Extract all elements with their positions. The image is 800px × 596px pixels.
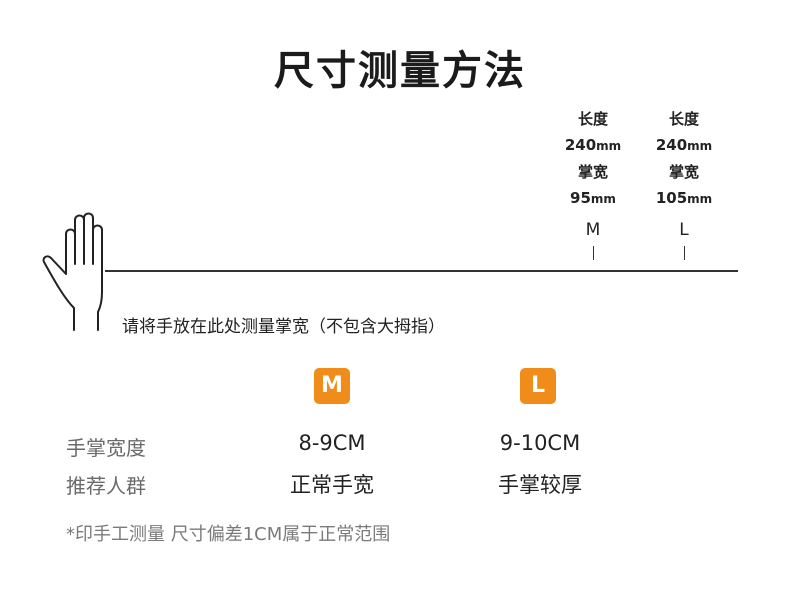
row-label-recommended: 推荐人群 [66,474,146,498]
spec-l-width-label: 掌宽 [668,163,699,181]
cell-m-width: 8-9CM [298,431,366,455]
spec-l-length-label: 长度 [668,110,699,128]
size-m-badge: M [314,368,350,404]
spec-l-width-value: 105mm [655,189,713,207]
hand-icon [42,212,103,331]
spec-l: 长度 240mm 掌宽 105mm [639,106,729,212]
page-title: 尺寸测量方法 [274,48,526,94]
size-l-badge: L [520,368,556,404]
spec-m-length-label: 长度 [577,110,608,128]
ruler-mark-m-tick [593,246,594,260]
measure-line [105,270,738,272]
cell-l-group: 手掌较厚 [498,473,582,497]
spec-m-width-value: 95mm [570,189,616,207]
spec-l-length-value: 240mm [655,136,713,154]
spec-m-length-value: 240mm [564,136,622,154]
ruler-mark-l-label: L [679,220,689,240]
row-label-hand-width: 手掌宽度 [66,436,146,460]
ruler-mark-m-label: M [585,220,601,240]
measure-instruction: 请将手放在此处测量掌宽（不包含大拇指） [122,317,445,337]
ruler-mark-l-tick [684,246,685,260]
cell-l-width: 9-10CM [499,431,581,455]
cell-m-group: 正常手宽 [290,473,374,497]
footnote: *印手工测量 尺寸偏差1CM属于正常范围 [66,524,391,545]
spec-m-width-label: 掌宽 [577,163,608,181]
spec-m: 长度 240mm 掌宽 95mm [548,106,638,212]
